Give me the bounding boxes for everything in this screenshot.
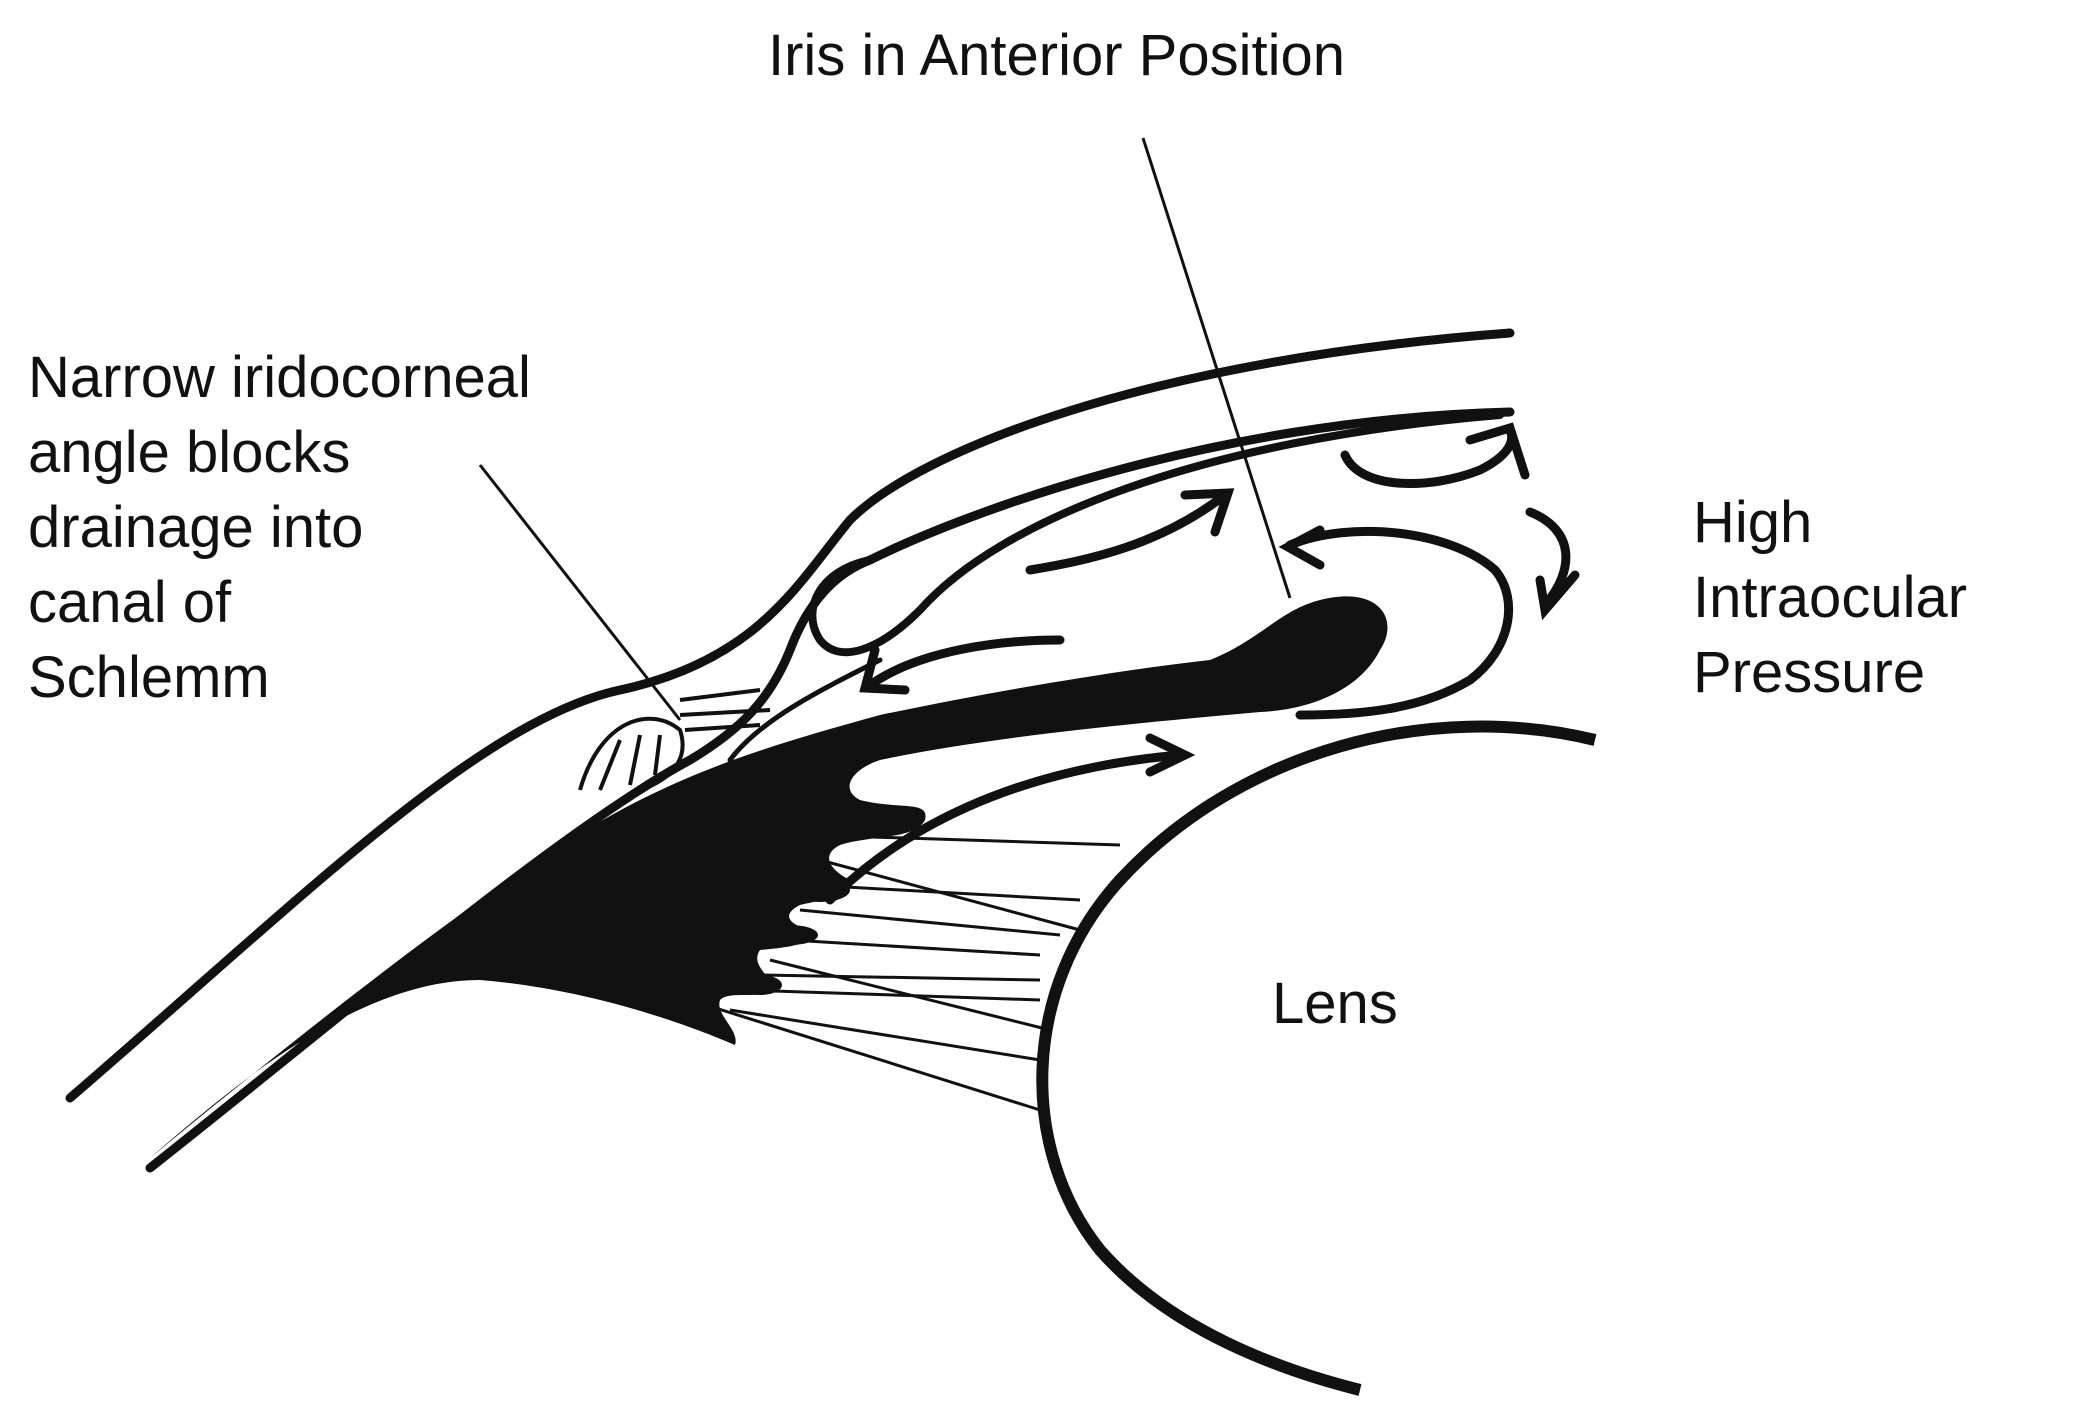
pressure-label: High Intraocular Pressure: [1693, 485, 1967, 710]
pressure-line-1: High: [1693, 490, 1813, 555]
narrow-angle-line-3: drainage into: [28, 495, 364, 560]
iris-posterior-line: [727, 657, 883, 763]
iris-position-label: Iris in Anterior Position: [768, 23, 1346, 88]
iris-shape: [150, 596, 1388, 1158]
narrow-angle-label: Narrow iridocorneal angle blocks drainag…: [28, 340, 531, 715]
narrow-angle-line-5: Schlemm: [28, 645, 270, 710]
iris-leader-line: [1141, 137, 1292, 599]
angle-leader-line: [478, 464, 682, 721]
flow-arrows: [825, 422, 1580, 905]
narrow-angle-line-1: Narrow iridocorneal: [28, 345, 531, 410]
trabecular-meshwork: [578, 688, 771, 792]
narrow-angle-line-2: angle blocks: [28, 420, 351, 485]
narrow-angle-line-4: canal of: [28, 570, 232, 635]
pressure-line-2: Intraocular: [1693, 565, 1968, 630]
sclera-outer-line: [65, 328, 1515, 1103]
lens-label: Lens: [1272, 971, 1398, 1036]
lens-outline: [1036, 720, 1597, 1396]
pressure-line-3: Pressure: [1693, 640, 1926, 705]
leader-lines: [478, 137, 1292, 721]
